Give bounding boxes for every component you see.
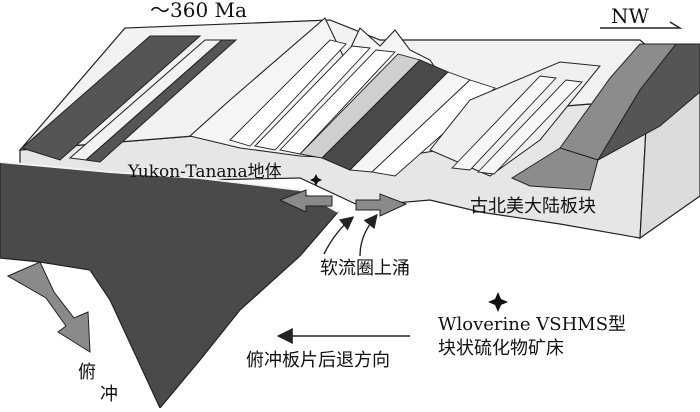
left-dark-belt xyxy=(21,35,202,161)
arc-deposit-star-icon xyxy=(310,174,322,186)
left-belt-stripe-2 xyxy=(84,39,238,163)
age-label: ～360 Ma xyxy=(150,0,247,22)
ore-deposit-label-line1: Wloverine VSHMS型 xyxy=(438,314,627,335)
subduction-label-1: 俯 xyxy=(78,362,96,383)
arc-stripe-3 xyxy=(279,49,396,155)
craton-label: 古北美大陆板块 xyxy=(470,196,596,217)
arc-stripe-1 xyxy=(229,39,347,147)
compass-label: NW xyxy=(611,4,650,28)
subduction-arrow xyxy=(6,261,91,353)
rift-stripe-b xyxy=(477,79,583,175)
ore-deposit-label-line2: 块状硫化物矿床 xyxy=(438,338,564,359)
extension-arrow-left xyxy=(278,189,333,213)
subduction-label-2: 冲 xyxy=(100,384,118,405)
upwelling-arrow-2 xyxy=(359,213,378,257)
rollback-label: 俯冲板片后退方向 xyxy=(246,350,390,371)
upwelling-label: 软流圈上涌 xyxy=(320,258,410,279)
ore-deposit-star-icon xyxy=(488,292,508,312)
rift-stripe-a xyxy=(451,75,557,171)
yukon-tanana-label: Yukon-Tanana地体 xyxy=(128,162,282,182)
compass-arrow xyxy=(600,21,683,29)
right-lower-belt xyxy=(510,147,599,191)
arc-stripe-2 xyxy=(254,45,371,151)
extension-arrow-right xyxy=(355,193,408,217)
upwelling-arrow-1 xyxy=(323,216,355,255)
right-dark-belt xyxy=(596,43,700,162)
arc-stripe-5 xyxy=(371,79,496,177)
